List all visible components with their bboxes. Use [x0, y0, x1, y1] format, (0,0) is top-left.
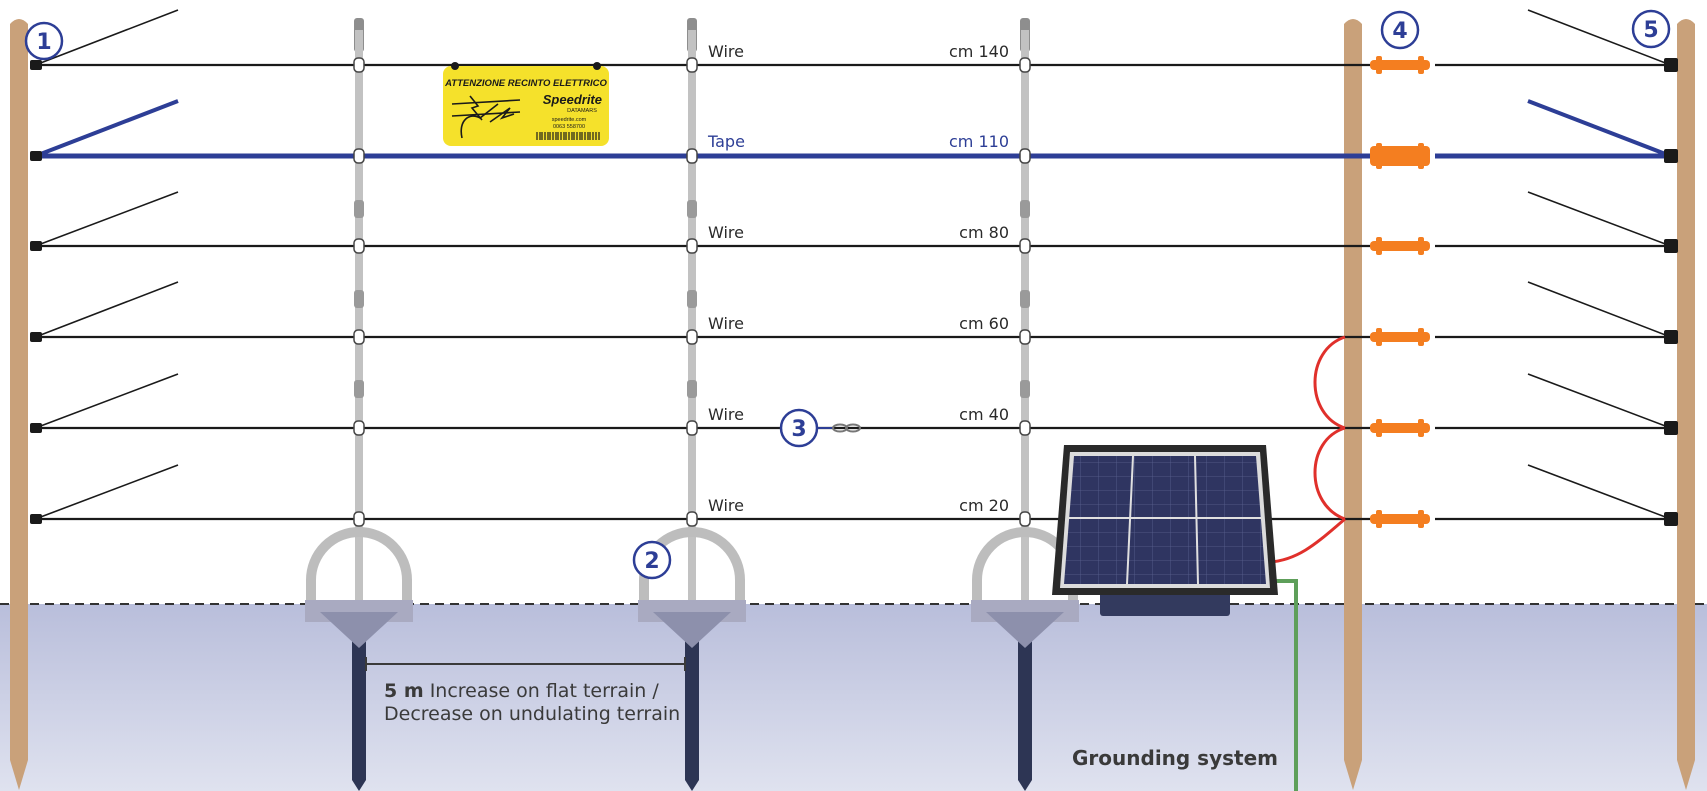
callout-5: 5	[1631, 9, 1671, 49]
svg-text:5 m Increase on flat terrain /: 5 m Increase on flat terrain /	[384, 680, 659, 702]
strain-stays-tape	[37, 99, 1669, 157]
svg-text:1: 1	[36, 30, 51, 55]
left-end-insulators	[30, 60, 42, 524]
warning-sign: ATTENZIONE RECINTO ELETTRICO Speedrite D…	[443, 62, 609, 146]
callout-4: 4	[1380, 10, 1420, 50]
ground-area	[0, 604, 1707, 791]
line-height-label: cm 110	[949, 132, 1009, 151]
callout-3: 3	[779, 408, 832, 448]
callout-2: 2	[632, 540, 672, 580]
sign-website: speedrite.com	[552, 117, 587, 123]
pigtail-post-1	[305, 18, 413, 648]
sign-brand-sub: DATAMARS	[567, 108, 597, 114]
line-type-label: Wire	[708, 42, 744, 61]
right-end-insulators	[1664, 58, 1678, 526]
line-height-label: cm 60	[959, 314, 1009, 333]
spacing-distance: 5 m	[384, 680, 424, 702]
pigtail-posts	[305, 18, 1079, 648]
sign-code: 0063 558700	[553, 124, 585, 130]
grounding-label: Grounding system	[1072, 746, 1278, 770]
line-type-label: Wire	[708, 405, 744, 424]
line-type-label: Wire	[708, 496, 744, 515]
spacing-note-line2: Decrease on undulating terrain	[384, 703, 680, 725]
line-height-label: cm 80	[959, 223, 1009, 242]
end-post	[1677, 19, 1695, 790]
corner-post	[1344, 19, 1362, 790]
start-post	[10, 19, 28, 790]
svg-text:5: 5	[1643, 18, 1658, 43]
svg-text:3: 3	[791, 417, 806, 442]
hand-shock-icon	[451, 95, 521, 139]
line-type-label: Tape	[707, 132, 745, 151]
line-height-labels: cm 140 cm 110 cm 80 cm 60 cm 40 cm 20	[949, 42, 1009, 515]
spacing-note-line1: Increase on flat terrain /	[430, 680, 660, 702]
joiner-icon	[832, 423, 861, 433]
spacing-dimension: 5 m Increase on flat terrain / Decrease …	[365, 657, 686, 725]
solar-energizer	[1052, 445, 1278, 616]
line-type-label: Wire	[708, 223, 744, 242]
ground-stakes	[352, 640, 1032, 791]
sign-brand: Speedrite	[543, 92, 602, 107]
pigtail-post-2	[638, 18, 746, 648]
line-height-label: cm 20	[959, 496, 1009, 515]
callout-1: 1	[24, 21, 64, 61]
line-type-labels: Wire Tape Wire Wire Wire Wire	[707, 42, 745, 515]
corner-insulators	[1370, 56, 1430, 528]
barcode-icon	[536, 132, 600, 140]
wooden-posts	[10, 19, 1695, 790]
line-height-label: cm 140	[949, 42, 1009, 61]
line-height-label: cm 40	[959, 405, 1009, 424]
pigtail-clips	[353, 57, 1031, 527]
fence-lines	[38, 63, 1668, 521]
sign-title: ATTENZIONE RECINTO ELETTRICO	[444, 78, 607, 89]
svg-text:4: 4	[1392, 19, 1407, 44]
jumper-leads	[1269, 335, 1346, 564]
svg-text:2: 2	[644, 549, 659, 574]
line-type-label: Wire	[708, 314, 744, 333]
strain-stays	[37, 9, 1669, 519]
